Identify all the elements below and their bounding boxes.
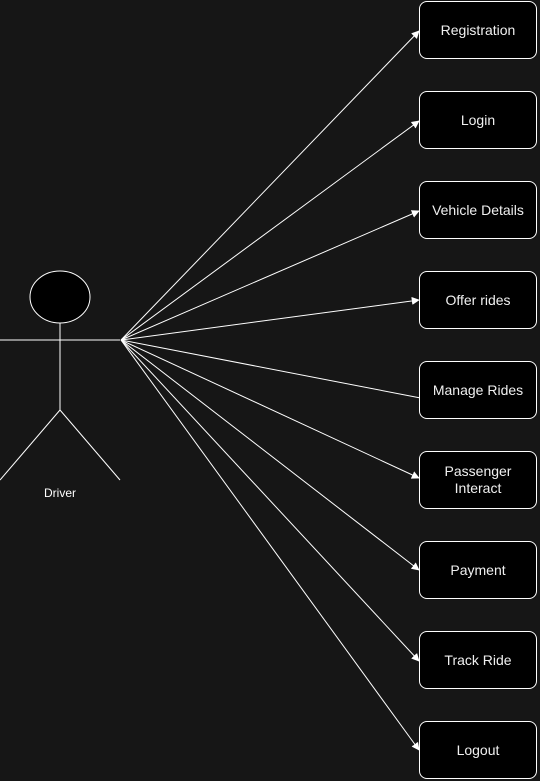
- use-case-label: Payment: [450, 561, 506, 578]
- use-case-track-ride[interactable]: Track Ride: [419, 631, 537, 689]
- use-case-label: Offer rides: [445, 291, 511, 308]
- association-arrow-manage-rides: [120, 339, 432, 403]
- actor-left-leg: [0, 409, 61, 481]
- association-arrow-logout: [120, 339, 420, 751]
- association-arrow-vehicle-details: [120, 210, 420, 341]
- use-case-passenger-interact[interactable]: Passenger Interact: [419, 451, 537, 509]
- use-case-label: Track Ride: [444, 651, 512, 668]
- use-case-offer-rides[interactable]: Offer rides: [419, 271, 537, 329]
- use-case-label: Login: [460, 111, 496, 128]
- association-arrow-passenger-interact: [120, 339, 420, 479]
- use-case-label: Vehicle Details: [432, 201, 524, 218]
- association-arrow-login: [120, 120, 420, 341]
- use-case-label: Passenger Interact: [444, 463, 512, 496]
- use-case-vehicle-details[interactable]: Vehicle Details: [419, 181, 537, 239]
- association-arrow-offer-rides: [120, 296, 420, 341]
- use-case-login[interactable]: Login: [419, 91, 537, 149]
- association-arrow-registration: [120, 30, 420, 341]
- use-case-label: Registration: [440, 21, 516, 38]
- use-case-payment[interactable]: Payment: [419, 541, 537, 599]
- actor-head: [29, 270, 91, 324]
- use-case-label: Logout: [456, 741, 500, 758]
- actor-right-leg: [59, 409, 121, 481]
- actor-figure: [0, 270, 121, 481]
- actor-label-driver: Driver: [44, 486, 76, 500]
- use-case-logout[interactable]: Logout: [419, 721, 537, 779]
- use-case-registration[interactable]: Registration: [419, 1, 537, 59]
- association-arrow-payment: [120, 339, 420, 571]
- use-case-label: Manage Rides: [432, 381, 524, 398]
- use-case-manage-rides[interactable]: Manage Rides: [419, 361, 537, 419]
- association-arrow-track-ride: [120, 339, 420, 662]
